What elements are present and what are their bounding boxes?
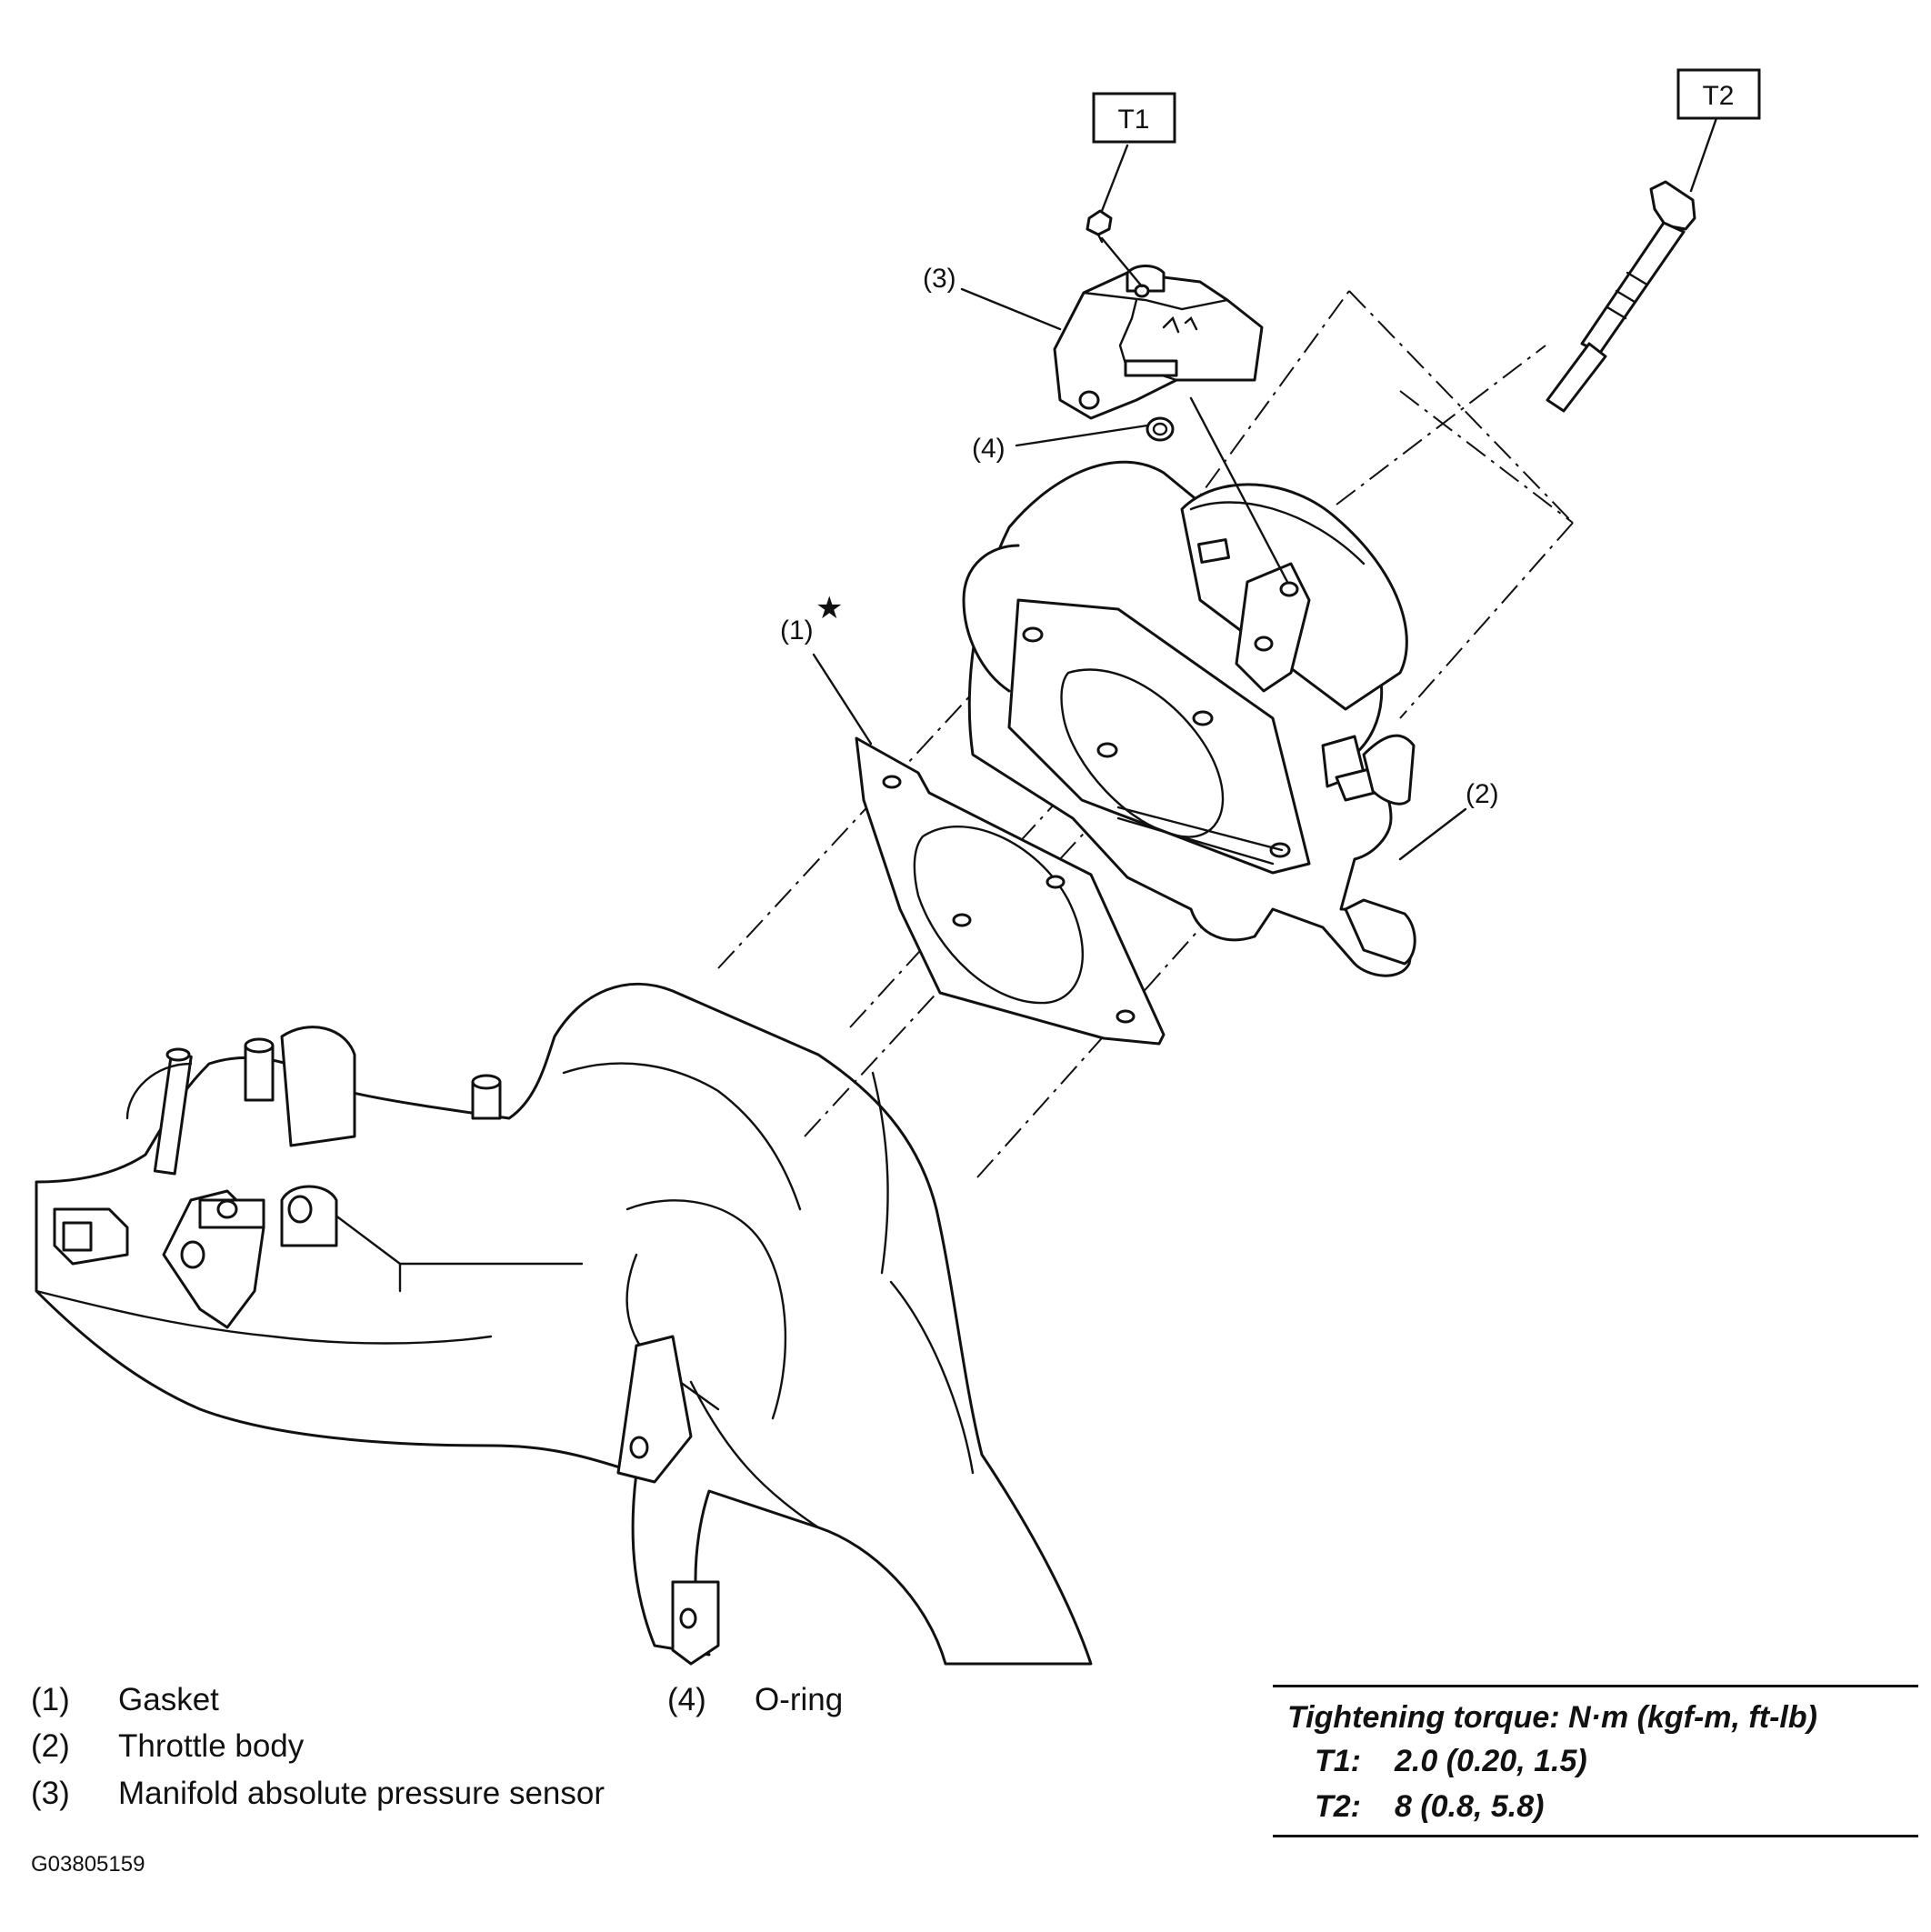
intake-manifold: [35, 982, 1093, 1666]
torque-title: Tightening torque: N·m (kgf-m, ft-lb): [1287, 1700, 1817, 1735]
callout-1: (1): [780, 616, 814, 646]
throttle-body: [962, 460, 1416, 977]
legend-item-label: O-ring: [755, 1682, 844, 1717]
torque-spec-box: Tightening torque: N·m (kgf-m, ft-lb) T1…: [1273, 1685, 1918, 1837]
figure-code: G03805159: [31, 1852, 145, 1877]
map-sensor: [1053, 265, 1264, 420]
torque-key: T2:: [1315, 1789, 1361, 1824]
callout-2: (2): [1466, 779, 1499, 809]
torque-value: 2.0 (0.20, 1.5): [1395, 1744, 1587, 1778]
tag-t1: T1: [1092, 92, 1176, 144]
torque-key: T1:: [1315, 1744, 1361, 1778]
legend-item-number: (4): [667, 1682, 706, 1717]
legend-item-label: Manifold absolute pressure sensor: [118, 1776, 605, 1811]
legend-item-label: Gasket: [118, 1682, 219, 1717]
torque-row-t2: T2: 8 (0.8, 5.8): [1315, 1789, 1544, 1825]
tag-t2: T2: [1676, 68, 1761, 120]
tag-t2-label: T2: [1702, 81, 1734, 111]
legend-item-label: Throttle body: [118, 1728, 305, 1764]
legend-item-number: (2): [31, 1728, 70, 1764]
callout-4: (4): [972, 434, 1006, 464]
torque-value: 8 (0.8, 5.8): [1395, 1789, 1545, 1824]
gasket: [855, 736, 1166, 1046]
o-ring: [1146, 416, 1175, 442]
legend-item-number: (3): [31, 1776, 70, 1811]
leader-lines: [812, 116, 1718, 861]
tag-t1-label: T1: [1117, 105, 1149, 135]
star-symbol: ★: [815, 590, 843, 626]
sensor-screw: [1086, 209, 1113, 244]
throttle-body-bolt: [1546, 180, 1696, 413]
legend-item-number: (1): [31, 1682, 70, 1717]
torque-row-t1: T1: 2.0 (0.20, 1.5): [1315, 1744, 1587, 1779]
callout-3: (3): [923, 264, 956, 294]
